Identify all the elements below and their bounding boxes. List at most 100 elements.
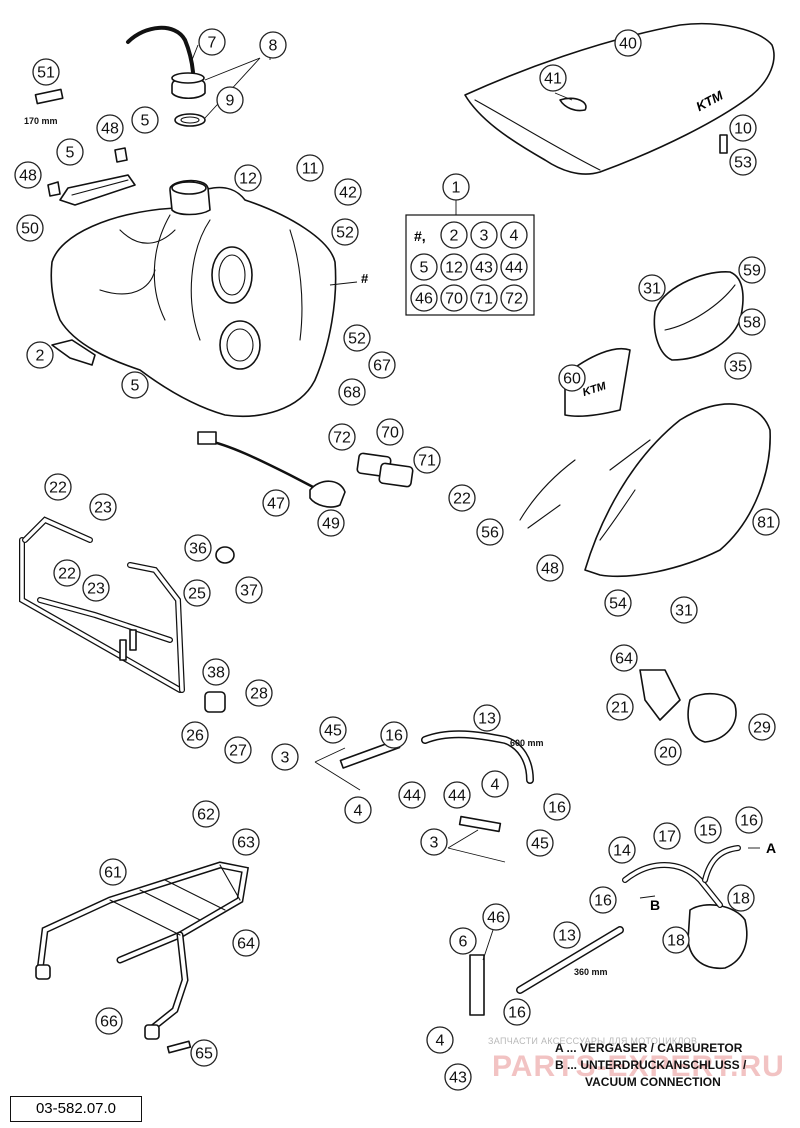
callout-label: 31: [643, 281, 661, 298]
callout-label: 48: [19, 168, 37, 185]
callout-16: 16: [503, 998, 531, 1026]
callout-label: 72: [333, 430, 351, 447]
callout-label: 23: [87, 581, 105, 598]
callout-72: 72: [328, 423, 356, 451]
callout-circle: [543, 793, 571, 821]
callout-circle: [440, 253, 468, 281]
callout-label: 3: [480, 228, 489, 245]
rear-box: [564, 271, 744, 417]
callout-label: 35: [729, 359, 747, 376]
callout-3: 3: [470, 221, 498, 249]
callout-circle: [232, 828, 260, 856]
callout-25: 25: [183, 579, 211, 607]
callout-circle: [410, 253, 438, 281]
legend-b-line2: VACUUM CONNECTION: [585, 1075, 721, 1089]
callout-label: 25: [188, 586, 206, 603]
watermark-logo: PARTS-EXPERT.RU: [492, 1050, 785, 1083]
callout-label: 12: [445, 260, 463, 277]
callout-label: 48: [541, 561, 559, 578]
callout-10: 10: [729, 114, 757, 142]
callout-label: 50: [21, 221, 39, 238]
callout-label: 59: [743, 263, 761, 280]
callout-label: 13: [478, 711, 496, 728]
callout-label: 52: [336, 225, 354, 242]
callout-4: 4: [481, 770, 509, 798]
callout-circle: [470, 253, 498, 281]
callout-label: 72: [505, 291, 523, 308]
callout-circle: [44, 473, 72, 501]
callout-circle: [343, 324, 371, 352]
callout-label: 22: [58, 566, 76, 583]
callout-22: 22: [53, 559, 81, 587]
callout-circle: [426, 1026, 454, 1054]
callout-circle: [589, 886, 617, 914]
callout-23: 23: [82, 574, 110, 602]
callout-14: 14: [608, 836, 636, 864]
callout-17: 17: [653, 822, 681, 850]
callout-circle: [670, 596, 698, 624]
callout-circle: [331, 218, 359, 246]
callout-label: 11: [302, 161, 319, 178]
callout-16: 16: [543, 793, 571, 821]
callout-circle: [262, 489, 290, 517]
callout-5: 5: [410, 253, 438, 281]
callout-label: 3: [430, 835, 439, 852]
callout-65: 65: [190, 1039, 218, 1067]
callout-circle: [729, 148, 757, 176]
callout-48: 48: [96, 114, 124, 142]
tank-marker: #: [361, 271, 369, 286]
callout-45: 45: [319, 716, 347, 744]
callout-label: 26: [186, 728, 204, 745]
callout-label: 5: [420, 260, 429, 277]
callout-label: 68: [343, 385, 361, 402]
callout-label: 18: [667, 933, 685, 950]
callout-52: 52: [343, 324, 371, 352]
callout-circle: [26, 341, 54, 369]
luggage-rack: [35, 861, 250, 1054]
callout-20: 20: [654, 738, 682, 766]
callout-circle: [654, 738, 682, 766]
measure-600mm: 600 mm: [510, 738, 544, 748]
callout-label: 5: [66, 145, 75, 162]
callout-circle: [470, 221, 498, 249]
callout-circle: [319, 716, 347, 744]
callout-label: 10: [734, 121, 752, 138]
callout-68: 68: [338, 378, 366, 406]
callout-label: 5: [141, 113, 150, 130]
callout-label: 45: [531, 836, 549, 853]
callout-71: 71: [413, 446, 441, 474]
kit-prefix: #,: [414, 228, 426, 244]
callout-label: 56: [481, 525, 499, 542]
callout-label: 60: [563, 371, 581, 388]
callout-circle: [500, 221, 528, 249]
callout-42: 42: [334, 178, 362, 206]
callout-circle: [610, 644, 638, 672]
callout-71: 71: [470, 284, 498, 312]
callout-54: 54: [604, 589, 632, 617]
callout-label: 65: [195, 1046, 213, 1063]
callout-53: 53: [729, 148, 757, 176]
callout-label: 51: [37, 65, 55, 82]
callout-label: 70: [445, 291, 463, 308]
callout-circle: [89, 493, 117, 521]
callout-circle: [443, 781, 471, 809]
callout-23: 23: [89, 493, 117, 521]
callout-13: 13: [553, 921, 581, 949]
callout-label: 16: [385, 728, 403, 745]
callout-43: 43: [444, 1063, 472, 1091]
callout-circle: [202, 658, 230, 686]
callout-label: 71: [475, 291, 493, 308]
callout-circle: [184, 534, 212, 562]
callout-44: 44: [500, 253, 528, 281]
callout-22: 22: [448, 484, 476, 512]
callout-43: 43: [470, 253, 498, 281]
callout-label: 3: [281, 750, 290, 767]
callout-label: 4: [510, 228, 519, 245]
callout-circle: [14, 161, 42, 189]
callout-label: 22: [49, 480, 67, 497]
callout-label: 44: [403, 788, 421, 805]
callout-28: 28: [245, 679, 273, 707]
callout-circle: [738, 308, 766, 336]
callout-label: 36: [189, 541, 207, 558]
